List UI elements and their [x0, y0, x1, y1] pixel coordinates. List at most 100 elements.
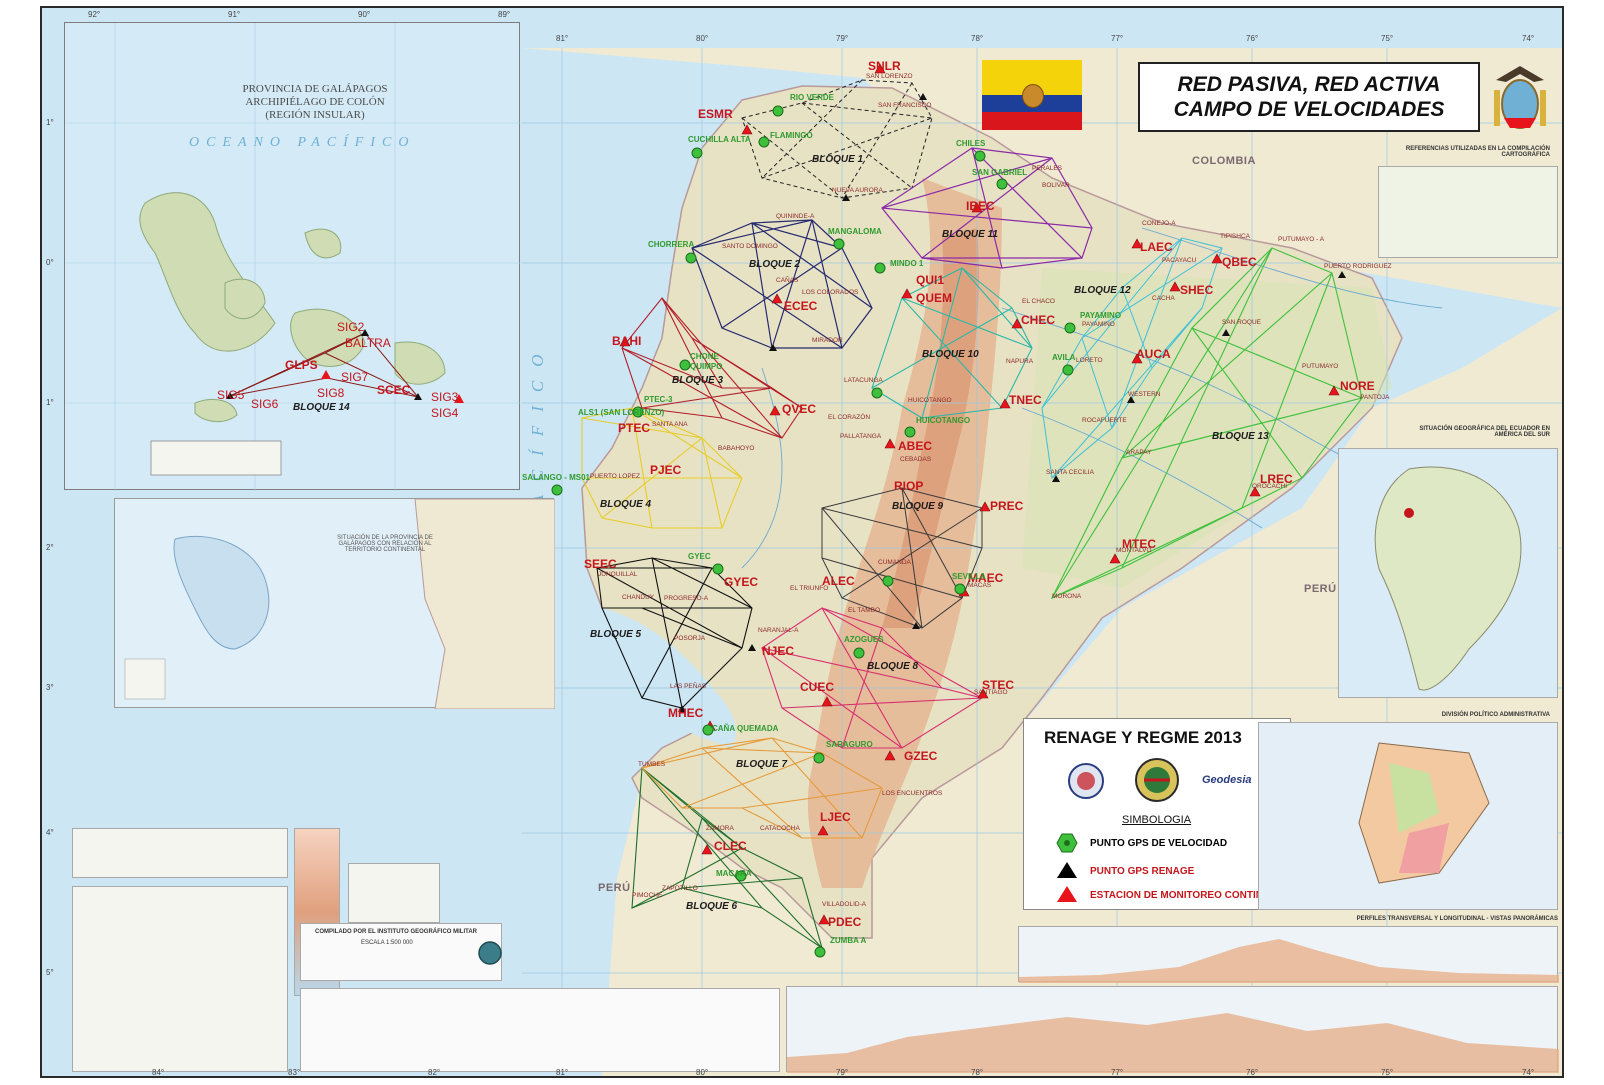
tick-bottom: 84° — [152, 1068, 165, 1077]
place-label: CATACOCHA — [760, 825, 800, 832]
block-label-1: BLOQUE 1 — [812, 154, 864, 165]
gal-station-sig2: SIG2 — [337, 320, 365, 334]
station-mtec: MTEC — [1122, 537, 1156, 551]
gal-station-sig3: SIG3 — [431, 390, 459, 404]
place-label: MACAS — [968, 582, 992, 589]
info-panel-1 — [72, 828, 288, 878]
vel-san-gabriel: SAN GABRIEL — [972, 168, 1028, 177]
station-maec: MAEC — [968, 571, 1004, 585]
gal-station-sig7: SIG7 — [341, 370, 369, 384]
bloque-12-network — [1041, 237, 1223, 479]
place-label: VILLADOLID-A — [822, 901, 867, 908]
station-chec: CHEC — [1021, 313, 1056, 327]
tick-top: 91° — [228, 10, 241, 19]
place-label: BOLIVAR — [1042, 182, 1070, 189]
gal-station-sig5: SIG5 — [217, 388, 245, 402]
place-label: SANTO DOMINGO — [722, 243, 778, 250]
tick-left: 2° — [46, 543, 54, 552]
ecuador-flag — [982, 60, 1082, 130]
block-label-13: BLOQUE 13 — [1212, 431, 1269, 442]
place-label: LAS PEÑAS — [670, 683, 707, 690]
vel-azogues: AZOGUES — [844, 635, 884, 644]
place-label: SAN FRANCISCO — [878, 102, 932, 109]
place-label: TUMBES — [638, 761, 666, 768]
station-riop: RIOP — [894, 479, 924, 493]
station-snlr: SNLR — [868, 59, 901, 73]
place-label: WESTERN — [1128, 391, 1161, 398]
place-label: BABAHOYO — [718, 445, 755, 452]
vel-quimpo: QUIMPO — [690, 362, 723, 371]
bloque-5-network — [596, 557, 753, 709]
compilation-credit-panel: COMPILADO POR EL INSTITUTO GEOGRÁFICO MI… — [300, 923, 502, 981]
place-label: PACAYACU — [1162, 257, 1197, 264]
logo-3-text: Geodesia — [1202, 774, 1252, 786]
coat-of-arms-icon — [1494, 66, 1546, 129]
block-label-8: BLOQUE 8 — [867, 661, 919, 672]
tick-bottom: 74° — [1522, 1068, 1535, 1077]
country-peru-south: PERÚ — [598, 882, 631, 894]
bloque-13-network — [1050, 247, 1363, 600]
tick-top: 78° — [971, 34, 984, 43]
map-title-box: RED PASIVA, RED ACTIVA CAMPO DE VELOCIDA… — [1138, 62, 1480, 132]
place-label: SAN ROQUE — [1222, 319, 1262, 326]
situacion-galapagos-title: SITUACIÓN DE LA PROVINCIA DE GALÁPAGOS C… — [337, 535, 433, 553]
tick-left: 4° — [46, 828, 54, 837]
vel-mindo-1: MINDO 1 — [890, 259, 924, 268]
station-seec: SEEC — [584, 557, 617, 571]
vel-cuchilla-alta: CUCHILLA ALTA — [688, 135, 751, 144]
division-politica-inset — [1258, 722, 1558, 910]
place-label: MORONA — [1052, 593, 1082, 600]
bloque-1-network — [741, 79, 933, 199]
vel-avila: AVILA — [1052, 353, 1076, 362]
place-label: QUININDE-A — [776, 213, 815, 220]
tick-top: 89° — [498, 10, 511, 19]
place-label: NUEVA AURORA — [832, 187, 883, 194]
station-ptec: PTEC — [618, 421, 651, 435]
tick-top: 74° — [1522, 34, 1535, 43]
place-label: ARAPAY — [1126, 449, 1152, 456]
place-label: PUERTO RODRIGUEZ — [1324, 263, 1392, 270]
legend-simbologia: SIMBOLOGIA — [1122, 814, 1192, 826]
place-label: HUICOTANGO — [908, 397, 952, 404]
gal-station-baltra: BALTRA — [345, 336, 391, 350]
place-label: PAYAMINO — [1082, 321, 1115, 328]
place-label: EL TRIUNFO — [790, 585, 829, 592]
station-pjec: PJEC — [650, 463, 682, 477]
country-peru-east: PERÚ — [1304, 583, 1337, 595]
logo-1-icon — [1068, 763, 1104, 799]
block-label-14: BLOQUE 14 — [293, 402, 350, 413]
place-label: EL CORAZÓN — [828, 414, 871, 421]
tick-top: 75° — [1381, 34, 1394, 43]
tick-left: 1° — [46, 118, 54, 127]
station-laec: LAEC — [1140, 240, 1173, 254]
station-ibec: IBEC — [966, 199, 995, 213]
station-njec: NJEC — [762, 644, 795, 658]
compiled-by: COMPILADO POR EL INSTITUTO GEOGRÁFICO MI… — [315, 929, 477, 935]
legend-title: RENAGE Y REGME 2013 — [1044, 728, 1242, 747]
block-label-11: BLOQUE 11 — [942, 229, 998, 240]
station-bahi: BAHI — [612, 334, 642, 348]
perfiles-inset-title: PERFILES TRANSVERSAL Y LONGITUDINAL - VI… — [1356, 916, 1558, 922]
tick-top: 76° — [1246, 34, 1259, 43]
gal-station-sig6: SIG6 — [251, 397, 279, 411]
vel-gyec: GYEC — [688, 552, 711, 561]
place-label: MIRADOR — [812, 337, 843, 344]
station-alec: ALEC — [822, 574, 855, 588]
vel-mangaloma: MANGALOMA — [828, 227, 882, 236]
ref-inset-title: REFERENCIAS UTILIZADAS EN LA COMPILACIÓN… — [1405, 146, 1550, 158]
bloque-11-network — [881, 147, 1093, 269]
place-label: POSORJA — [674, 635, 706, 642]
station-qbec: QBEC — [1222, 255, 1257, 269]
tick-bottom: 81° — [556, 1068, 569, 1077]
station-clec: CLEC — [714, 839, 747, 853]
place-label: EL CHACO — [1022, 298, 1055, 305]
map-title-line1: RED PASIVA, RED ACTIVA — [1177, 73, 1441, 96]
station-lrec: LREC — [1260, 472, 1293, 486]
place-label: SANTIAGO — [974, 689, 1008, 696]
tick-bottom: 76° — [1246, 1068, 1259, 1077]
vel-flamingo: FLAMINGO — [770, 131, 813, 140]
location-inset: SITUACIÓN DE LA PROVINCIA DE GALÁPAGOS C… — [114, 498, 555, 709]
place-label: TIPISHCA — [1220, 233, 1250, 240]
place-label: LATACUNGA — [844, 377, 883, 384]
place-label: MONTALVO — [1116, 547, 1152, 554]
